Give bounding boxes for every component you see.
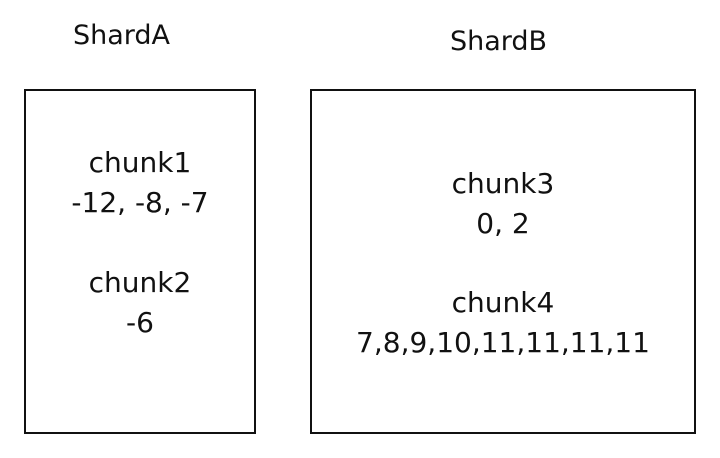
- shard-b-title: ShardB: [450, 26, 548, 57]
- chunk-1: chunk1 -12, -8, -7: [26, 143, 254, 223]
- shard-b-box: chunk3 0, 2 chunk4 7,8,9,10,11,11,11,11: [310, 89, 696, 434]
- chunk-3-label: chunk3: [451, 167, 555, 200]
- chunk-4: chunk4 7,8,9,10,11,11,11,11: [312, 283, 694, 363]
- chunk-2-label: chunk2: [88, 266, 192, 299]
- chunk-1-label: chunk1: [88, 146, 192, 179]
- chunk-4-values: 7,8,9,10,11,11,11,11: [356, 326, 650, 359]
- chunk-3: chunk3 0, 2: [312, 164, 694, 244]
- chunk-3-values: 0, 2: [476, 207, 530, 240]
- shard-a-title: ShardA: [73, 20, 171, 51]
- chunk-2: chunk2 -6: [26, 263, 254, 343]
- shard-a-box: chunk1 -12, -8, -7 chunk2 -6: [24, 89, 256, 434]
- chunk-2-values: -6: [126, 306, 154, 339]
- chunk-1-values: -12, -8, -7: [71, 186, 209, 219]
- chunk-4-label: chunk4: [451, 286, 555, 319]
